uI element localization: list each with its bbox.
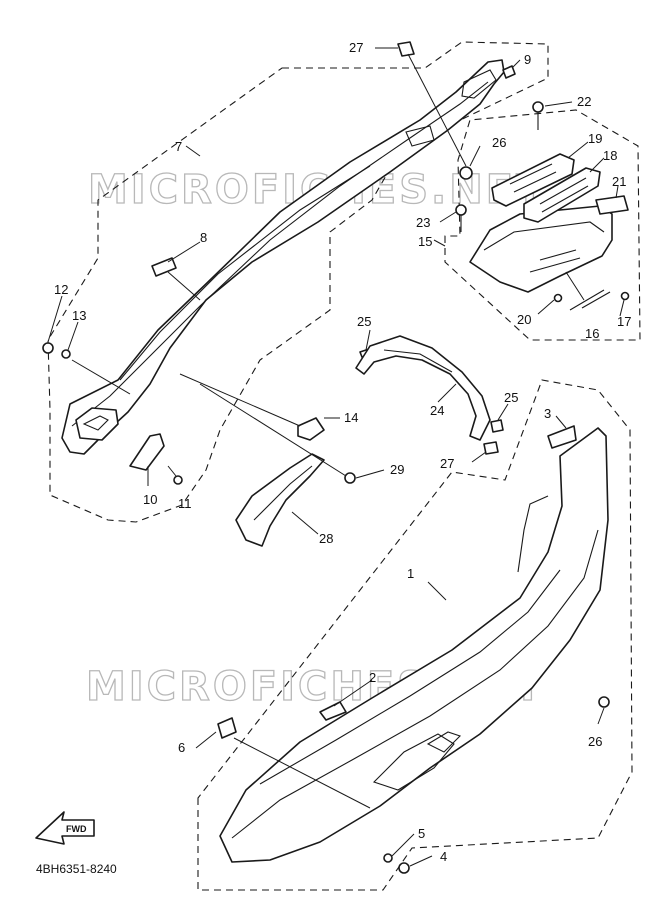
callout-28: 28	[319, 531, 333, 546]
callout-6: 6	[178, 740, 185, 755]
callout-21: 21	[612, 174, 626, 189]
callout-18: 18	[603, 148, 617, 163]
part-3-bracket	[547, 425, 577, 449]
callout-4: 4	[440, 849, 447, 864]
callout-29: 29	[390, 462, 404, 477]
part-10-bracket	[129, 433, 165, 471]
part-9-clip	[502, 65, 516, 79]
part-28-cover	[235, 453, 325, 547]
callout-27-lower: 27	[440, 456, 454, 471]
callout-15: 15	[418, 234, 432, 249]
part-25-clip-right	[490, 419, 504, 433]
part-18-rubber	[523, 167, 601, 223]
part-26-bolt-lower	[598, 696, 610, 708]
part-20-washer	[553, 293, 563, 303]
callout-11: 11	[178, 496, 192, 511]
callout-5: 5	[418, 826, 425, 841]
part-11-nut	[173, 475, 183, 485]
callout-22: 22	[577, 94, 591, 109]
part-6-damper	[217, 717, 237, 739]
part-4-bolt	[398, 862, 410, 874]
callout-labels: 27 9 22 19 18 21 26 7 23 8 15 12 13 20 1…	[54, 40, 631, 864]
group-outline-7	[47, 41, 549, 523]
part-16-pins	[569, 289, 611, 311]
part-27-nut-lower	[483, 441, 499, 455]
callout-3: 3	[544, 406, 551, 421]
part-24-bracket	[355, 335, 491, 441]
part-29-screw	[344, 472, 356, 484]
callout-2: 2	[369, 670, 376, 685]
part-12-bolt	[42, 342, 54, 354]
part-17-collar	[620, 291, 630, 301]
part-21-label	[595, 195, 629, 215]
callout-26-top: 26	[492, 135, 506, 150]
fwd-label: FWD	[66, 824, 87, 834]
group-outline-1	[197, 379, 633, 891]
callout-24: 24	[430, 403, 444, 418]
callout-1: 1	[407, 566, 414, 581]
callout-7: 7	[175, 139, 182, 154]
part-14-damper	[297, 417, 325, 441]
group-outline-15	[444, 109, 641, 341]
callout-9: 9	[524, 52, 531, 67]
part-15-rail	[469, 205, 613, 293]
part-26-bolt-top	[459, 166, 473, 180]
callout-8: 8	[200, 230, 207, 245]
callout-23: 23	[416, 215, 430, 230]
part-2-pad	[319, 701, 347, 721]
callout-27-top: 27	[349, 40, 363, 55]
part-8-pad	[151, 257, 177, 277]
callout-26-lower: 26	[588, 734, 602, 749]
part-19-rubber	[491, 153, 575, 207]
callout-19: 19	[588, 131, 602, 146]
part-22-bolt	[532, 101, 544, 130]
fwd-arrow-icon: FWD	[35, 811, 95, 845]
callout-12: 12	[54, 282, 68, 297]
part-27-nut-top	[397, 41, 415, 57]
part-5-washer	[383, 853, 393, 863]
part-7-rear-cowl	[61, 59, 505, 455]
part-23-bolt	[455, 204, 467, 232]
callout-25-right: 25	[504, 390, 518, 405]
leader-lines	[47, 47, 625, 867]
callout-14: 14	[344, 410, 358, 425]
callout-25-top: 25	[357, 314, 371, 329]
part-1-side-cover	[219, 427, 609, 863]
diagram-code: 4BH6351-8240	[36, 862, 117, 876]
callout-13: 13	[72, 308, 86, 323]
callout-10: 10	[143, 492, 157, 507]
callout-20: 20	[517, 312, 531, 327]
callout-16: 16	[585, 326, 599, 341]
part-13-washer	[61, 349, 71, 359]
callout-17: 17	[617, 314, 631, 329]
